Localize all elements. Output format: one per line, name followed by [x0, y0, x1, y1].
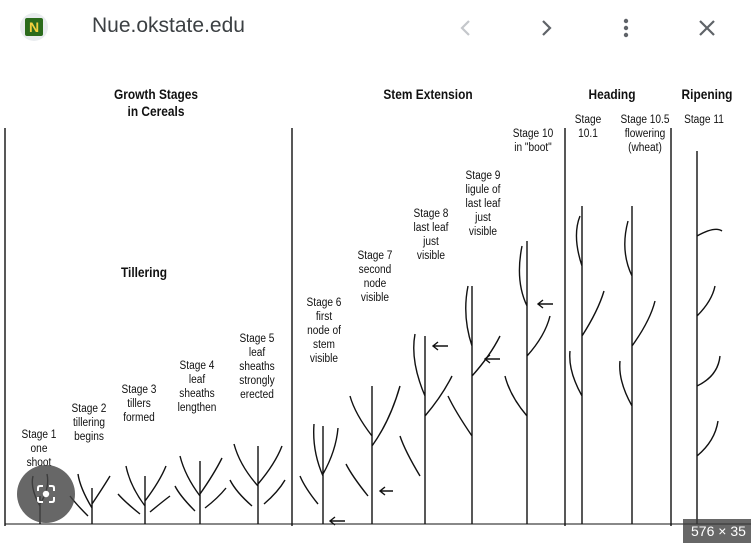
stage-4-label: Stage 4 leaf sheaths lengthen	[170, 359, 225, 415]
stage-10-5-label: Stage 10.5 flowering (wheat)	[614, 113, 676, 155]
more-options-button[interactable]	[606, 8, 646, 48]
lens-icon	[34, 482, 58, 506]
close-icon	[695, 16, 719, 40]
stage-5-label: Stage 5 leaf sheaths strongly erected	[230, 332, 285, 402]
header-growth-stages: Growth Stages in Cereals	[97, 86, 216, 120]
stage-1-label: Stage 1 one shoot	[13, 428, 64, 470]
site-title: Nue.okstate.edu	[92, 14, 245, 38]
stage-2-label: Stage 2 tillering begins	[63, 402, 114, 444]
stage-6-label: Stage 6 first node of stem visible	[297, 296, 352, 366]
stage-8-label: Stage 8 last leaf just visible	[404, 207, 459, 263]
stage-7-label: Stage 7 second node visible	[348, 249, 403, 305]
stage-9-label: Stage 9 ligule of last leaf just visible	[456, 169, 511, 239]
favicon-letter: N	[25, 18, 43, 36]
browser-top-bar: N Nue.okstate.edu	[0, 0, 751, 56]
forward-button[interactable]	[526, 8, 566, 48]
image-dimensions-badge: 576 × 35	[683, 519, 751, 543]
chevron-right-icon	[534, 16, 558, 40]
site-favicon: N	[20, 13, 48, 41]
lens-search-button[interactable]	[17, 465, 75, 523]
back-button[interactable]	[446, 8, 486, 48]
close-button[interactable]	[687, 8, 727, 48]
header-stem-extension: Stem Extension	[369, 86, 488, 103]
growth-stages-figure: Growth Stages in Cereals Tillering Stem …	[0, 56, 751, 543]
favicon-tile: N	[25, 18, 43, 36]
stage-10-1-label: Stage 10.1	[570, 113, 605, 141]
chevron-left-icon	[454, 16, 478, 40]
header-ripening: Ripening	[673, 86, 741, 103]
stage-3-label: Stage 3 tillers formed	[113, 383, 164, 425]
stage-10-label: Stage 10 in "boot"	[506, 127, 561, 155]
header-tillering: Tillering	[106, 264, 183, 281]
stage-11-label: Stage 11	[679, 113, 728, 127]
header-heading: Heading	[578, 86, 646, 103]
more-vert-icon	[614, 16, 638, 40]
